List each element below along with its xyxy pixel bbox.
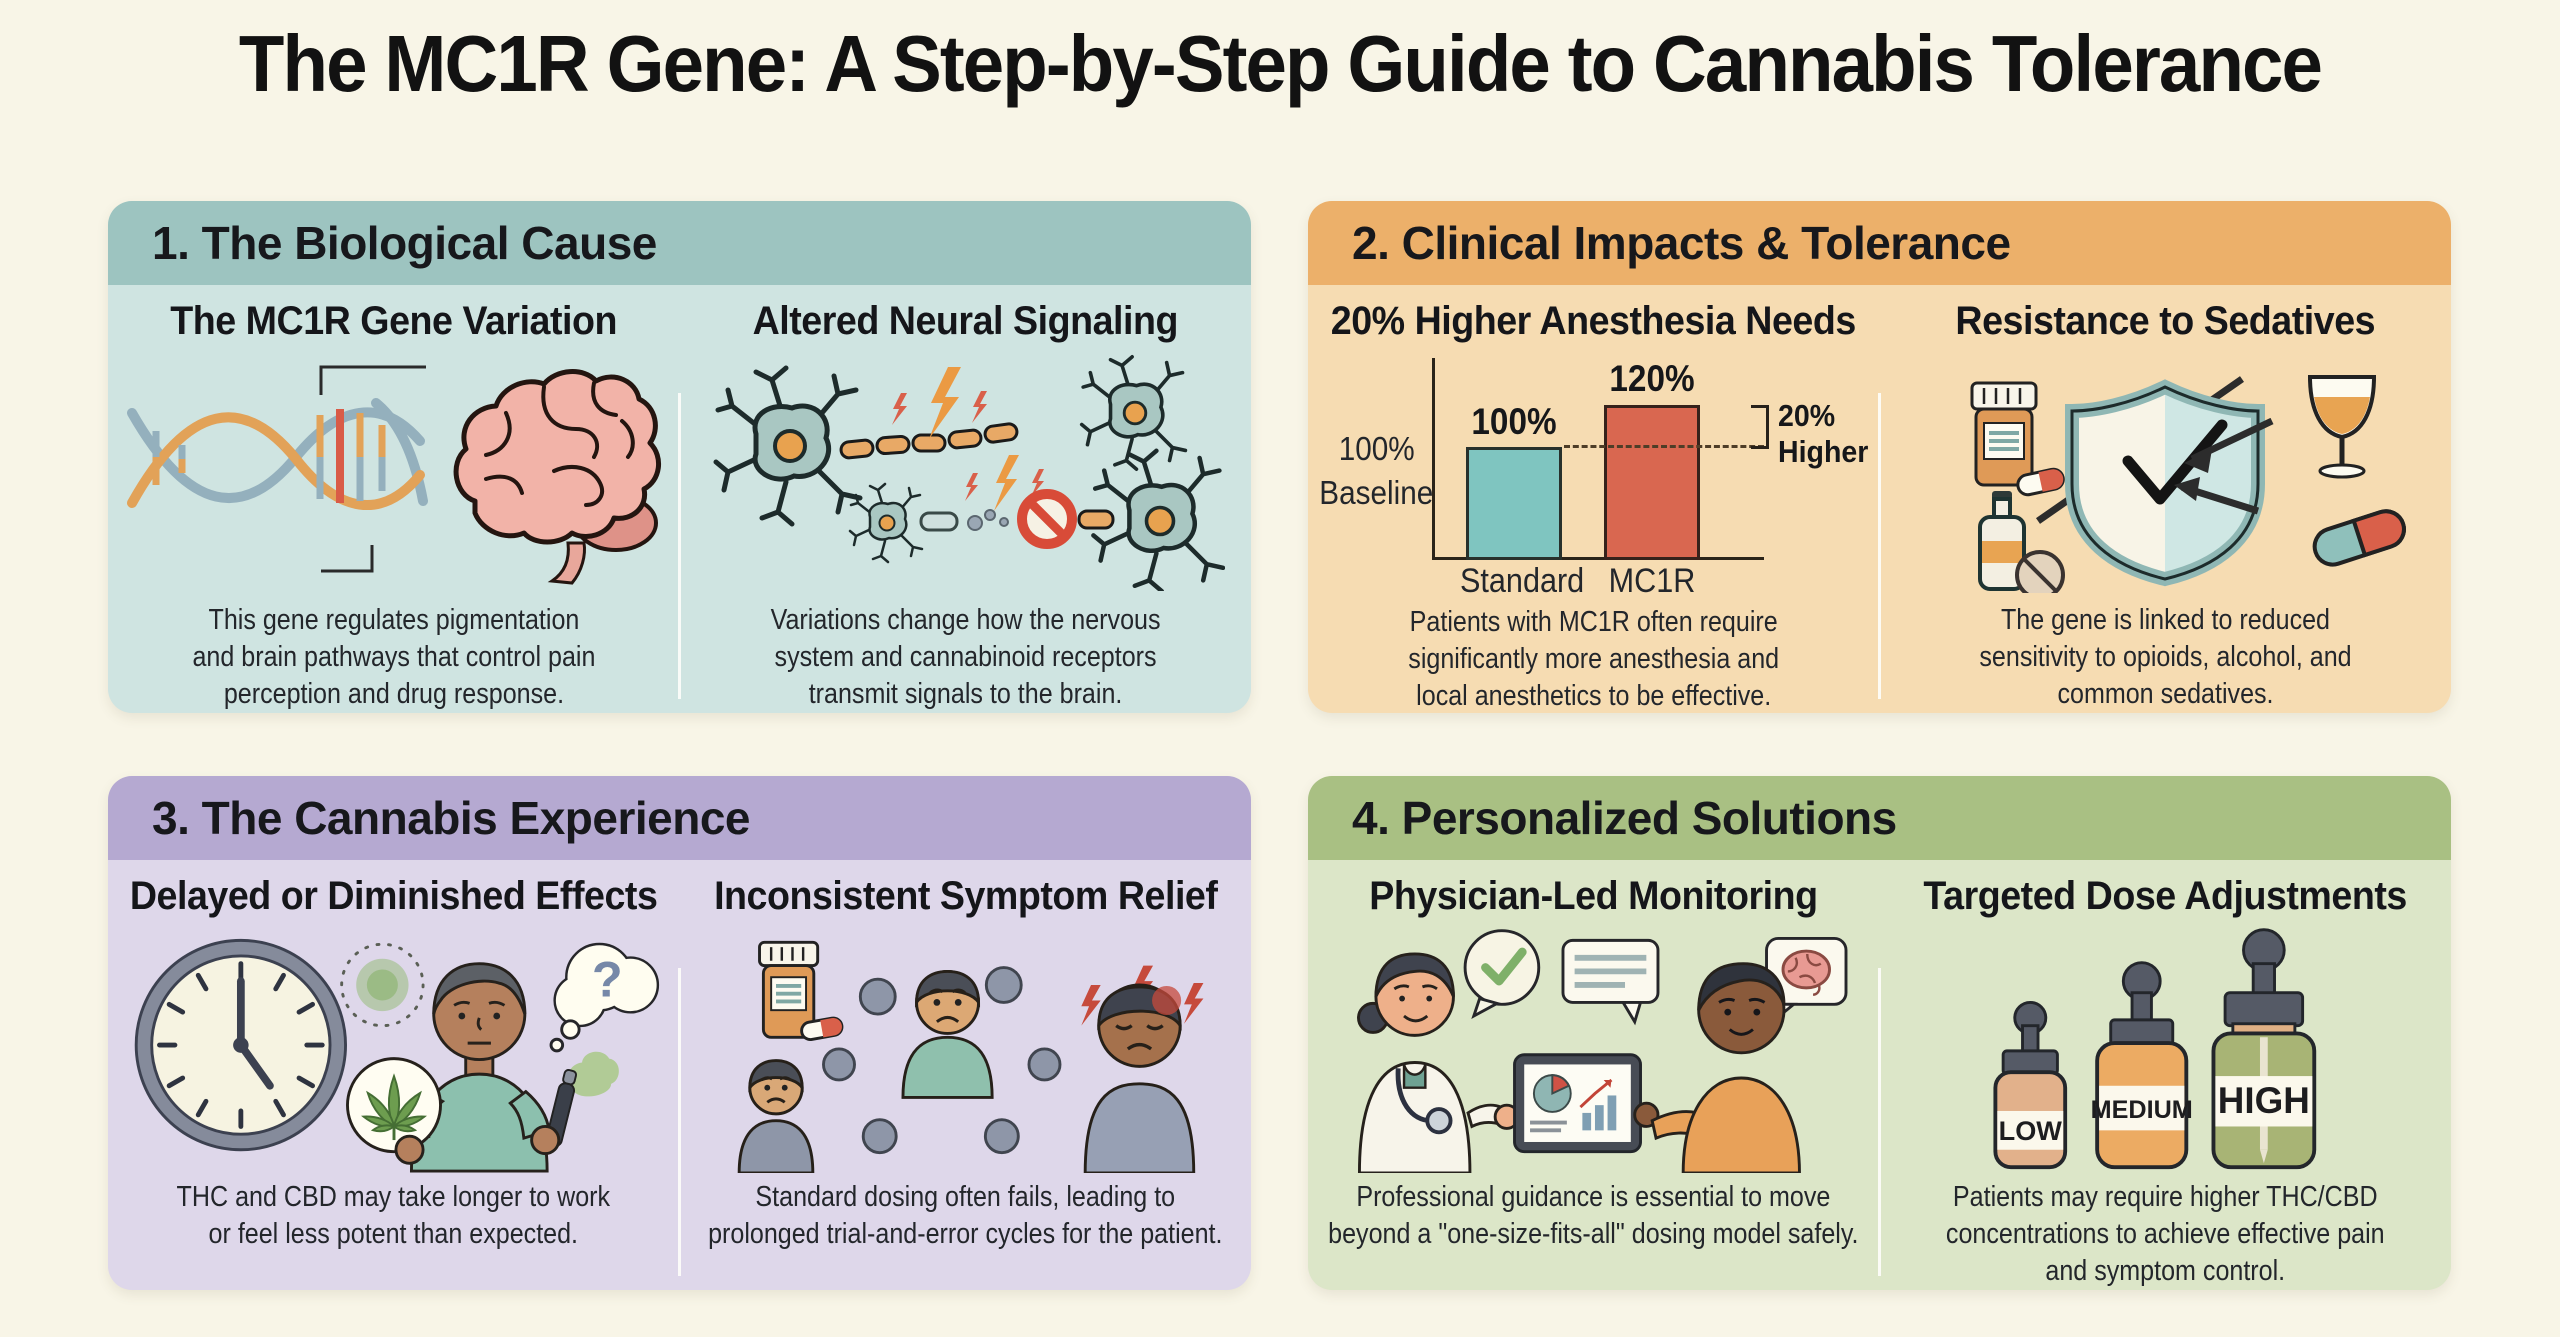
gene-variation-text: This gene regulates pigmentation and bra… [192, 603, 596, 710]
blocked-signal-icon [919, 488, 1115, 549]
neural-signaling-text: Variations change how the nervous system… [770, 603, 1161, 710]
col-title-inconsistent-relief: Inconsistent Symptom Relief [713, 874, 1218, 918]
dose-label-medium: MEDIUM [2091, 1096, 2193, 1124]
dose-label-high: HIGH [2218, 1080, 2310, 1121]
bar-category-standard: Standard [1459, 562, 1584, 600]
wine-glass-icon [2308, 374, 2377, 479]
col-title-dose-adjustments: Targeted Dose Adjustments [1923, 874, 2408, 918]
y-axis-label: Baseline [1319, 474, 1433, 511]
dose-label-low: LOW [1999, 1115, 2063, 1146]
inconsistent-relief-text: Standard dosing often fails, leading to … [708, 1181, 1223, 1251]
inconsistent-relief-illustration [737, 940, 1204, 1173]
text-bubble-icon [1561, 938, 1660, 1026]
baseline-dashed-line [1563, 445, 1764, 448]
col-title-neural-signaling: Altered Neural Signaling [752, 299, 1179, 343]
bracket [1750, 446, 1769, 449]
column-divider [678, 393, 681, 699]
neural-signaling-illustration [705, 354, 1225, 591]
sedative-bottle-icon [1978, 490, 2066, 593]
dose-dot-icon [822, 966, 1062, 1155]
anesthesia-text: Patients with MC1R often require signifi… [1408, 606, 1780, 713]
thought-bubble-icon: ? [549, 942, 659, 1053]
myelin-axon-icon [839, 422, 1019, 460]
dropper-bottle-icon: MEDIUM [2091, 961, 2193, 1170]
pill-bottle-icon [758, 940, 844, 1041]
column-divider [1878, 968, 1881, 1276]
vape-pen-icon [529, 1051, 619, 1156]
panel-biological-cause: 1. The Biological Cause The MC1R Gene Va… [108, 201, 1251, 713]
bar-mc1r [1603, 405, 1700, 560]
page-title: The MC1R Gene: A Step-by-Step Guide to C… [238, 19, 2323, 108]
check-bubble-icon [1463, 929, 1540, 1020]
dose-adjustments-illustration: LOW MEDIUM [1993, 928, 2317, 1170]
panel-2-header: 2. Clinical Impacts & Tolerance [1308, 201, 2451, 285]
physician-monitoring-illustration [1356, 929, 1848, 1173]
question-mark: ? [592, 951, 623, 1008]
patient-icon [1633, 962, 1801, 1173]
col-title-delayed-effects: Delayed or Diminished Effects [129, 874, 658, 918]
sedative-resistance-illustration [1970, 374, 2407, 593]
delayed-effects-text: THC and CBD may take longer to work or f… [176, 1181, 611, 1251]
bar-value-mc1r: 120% [1609, 358, 1695, 399]
sedative-text: The gene is linked to reduced sensitivit… [1979, 603, 2352, 710]
tablet-chart-icon [1512, 1053, 1642, 1154]
column-divider [678, 968, 681, 1276]
anesthesia-bar-chart: 100% Baseline 100% 120% 20% Higher Stand… [1314, 346, 1874, 600]
panel-3-header: 3. The Cannabis Experience [108, 776, 1251, 860]
dose-adjustments-text: Patients may require higher THC/CBD conc… [1945, 1181, 2385, 1288]
panel-1-header: 1. The Biological Cause [108, 201, 1251, 285]
bar-value-standard: 100% [1471, 401, 1557, 442]
col-title-anesthesia-needs: 20% Higher Anesthesia Needs [1331, 299, 1857, 343]
neuron-icon [716, 368, 860, 524]
bracket [1765, 405, 1769, 449]
pain-person-icon [1081, 965, 1204, 1173]
bracket [1750, 405, 1769, 408]
chart-y-axis [1431, 358, 1435, 560]
neuron-icon [1080, 354, 1188, 471]
lightning-icon [965, 454, 1045, 511]
col-title-gene-variation: The MC1R Gene Variation [170, 299, 618, 343]
shield-check-icon [2065, 379, 2266, 587]
cannabis-leaf-icon [345, 1057, 442, 1165]
sad-person-icon [737, 1059, 815, 1173]
dropper-bottle-icon: LOW [1993, 1000, 2068, 1170]
arrow-icon [2174, 417, 2274, 515]
column-divider [1878, 393, 1881, 699]
panel-4-header: 4. Personalized Solutions [1308, 776, 2451, 860]
chart-x-axis [1431, 557, 1764, 560]
clock-icon [134, 938, 347, 1152]
sad-person-icon [901, 969, 994, 1099]
capsule-icon [2312, 509, 2407, 567]
pill-bottle-icon [1970, 381, 2066, 497]
dna-brain-illustration [126, 365, 661, 585]
col-title-physician-monitoring: Physician-Led Monitoring [1369, 874, 1819, 918]
y-axis-label: 100% [1338, 430, 1415, 467]
bar-standard [1465, 447, 1562, 560]
panel-personalized-solutions: 4. Personalized Solutions Physician-Led … [1308, 776, 2451, 1290]
chart-annotation: 20% Higher [1777, 398, 1869, 469]
panel-cannabis-experience: 3. The Cannabis Experience Delayed or Di… [108, 776, 1251, 1290]
physician-monitoring-text: Professional guidance is essential to mo… [1328, 1181, 1859, 1251]
panel-clinical-impacts: 2. Clinical Impacts & Tolerance 20% High… [1308, 201, 2451, 713]
lightning-icon [892, 366, 988, 439]
bar-category-mc1r: MC1R [1608, 562, 1696, 600]
fading-effect-icon [339, 942, 425, 1028]
col-title-sedative-resistance: Resistance to Sedatives [1955, 299, 2376, 343]
dna-icon [126, 365, 428, 573]
dropper-bottle-icon: HIGH [2211, 928, 2317, 1170]
delayed-effects-illustration: ? [134, 938, 659, 1173]
brain-icon [453, 368, 661, 585]
doctor-icon [1356, 952, 1520, 1173]
